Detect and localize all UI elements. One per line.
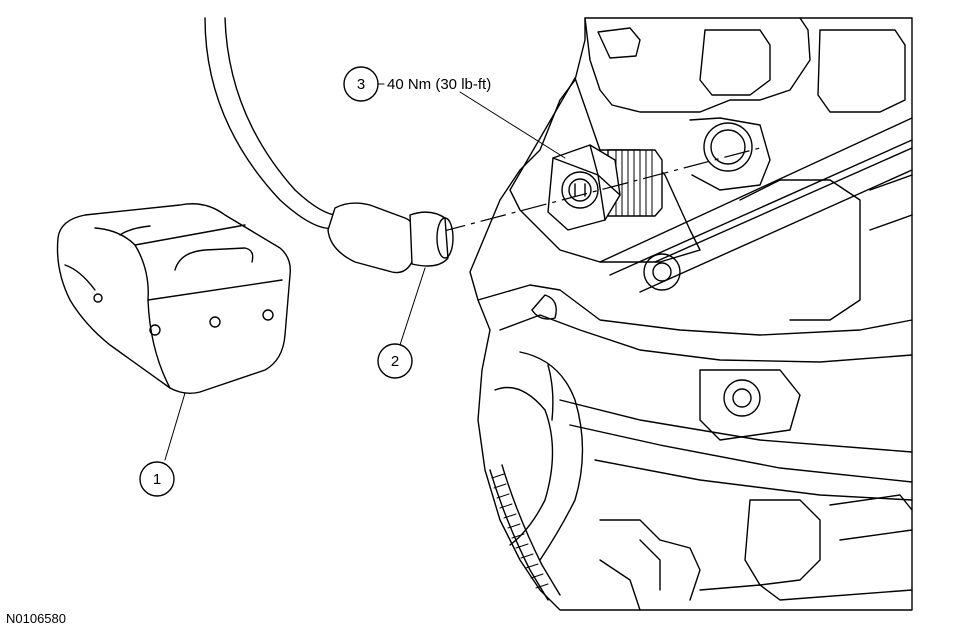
callout-3: 3	[343, 66, 379, 102]
callout-2: 2	[377, 343, 413, 379]
callout-3-number: 3	[357, 76, 365, 93]
engine-block-housing	[469, 17, 913, 611]
alignment-centerline	[439, 147, 761, 233]
wiring-connector-item-2	[204, 17, 454, 274]
leader-line-2	[399, 267, 426, 346]
figure-id-label: N0106580	[6, 611, 66, 626]
leader-line-3	[459, 91, 566, 159]
sensor-item-3	[547, 144, 663, 231]
callout-1: 1	[139, 461, 175, 497]
leader-line-1	[164, 392, 186, 461]
sensor-cover-item-1	[56, 203, 291, 395]
callout-2-number: 2	[391, 353, 399, 370]
callout-1-number: 1	[153, 471, 161, 488]
torque-spec-label: 40 Nm (30 lb-ft)	[387, 76, 491, 93]
